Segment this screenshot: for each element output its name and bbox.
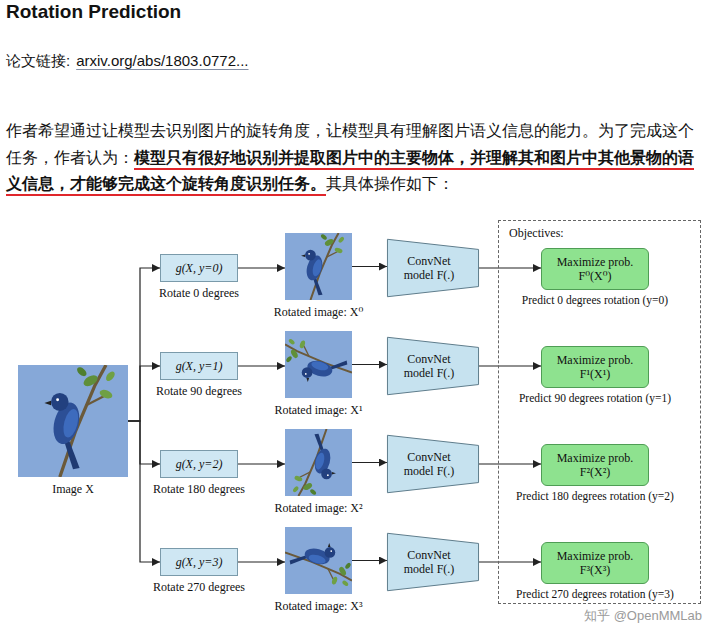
link-prefix: 论文链接: [6,52,70,69]
arrow-connector [128,421,160,464]
objective-box: Maximize prob. F³(X³)Predict 270 degrees… [541,542,649,584]
image-panel: Image X [18,365,128,477]
bird-photo [18,365,128,477]
image-caption: Rotated image: X⁰ [274,305,363,320]
objective-box: Maximize prob. F²(X²)Predict 180 degrees… [541,444,649,486]
node-label: g(X, y=0) [176,261,223,276]
convnet-trapezoid: ConvNet model F(.) [387,533,479,591]
arrow-connector [479,365,541,366]
transform-box: g(X, y=3)Rotate 270 degrees [160,548,238,576]
arrow-connector [238,561,285,562]
node-caption: Predict 90 degrees rotation (y=1) [519,392,671,404]
image-caption: Rotated image: X² [274,501,362,516]
photo [285,527,352,594]
image-caption: Rotated image: X³ [274,599,362,614]
trapezoid-shape [387,337,478,394]
arrow-connector [238,267,285,268]
photo [285,429,352,496]
arrow-connector [238,463,285,464]
bird-photo [285,331,352,398]
image-panel: Rotated image: X³ [285,527,352,594]
node-caption: Predict 270 degrees rotation (y=3) [516,588,674,600]
link-line: 论文链接: arxiv.org/abs/1803.0772... [6,50,249,72]
watermark: 知乎 @OpenMMLab [584,607,702,625]
node-label: g(X, y=3) [176,555,223,570]
image-caption: Image X [52,482,94,497]
node-label: Maximize prob. F²(X²) [549,451,641,479]
trapezoid-shape [387,533,478,590]
arrow-connector [479,561,541,562]
transform-box: g(X, y=0)Rotate 0 degrees [160,254,238,282]
convnet-trapezoid: ConvNet model F(.) [387,239,479,297]
bird-photo [285,429,352,496]
arrow-connector [128,366,160,421]
photo [285,331,352,398]
bird-photo [285,233,352,300]
body-text: 其具体操作如下： [326,175,454,192]
arrow-connector [352,364,387,365]
image-panel: Rotated image: X⁰ [285,233,352,300]
node-label: Maximize prob. F³(X³) [549,549,641,577]
convnet-trapezoid: ConvNet model F(.) [387,435,479,493]
node-caption: Rotate 90 degrees [156,384,242,399]
node-caption: Rotate 0 degrees [159,286,239,301]
arrow-connector [352,266,387,267]
group-heading: Objectives: [509,226,564,241]
arrow-connector [479,463,541,464]
node-label: Maximize prob. F¹(X¹) [549,353,641,381]
trapezoid-shape [387,239,478,296]
objective-box: Maximize prob. F⁰(X⁰)Predict 0 degrees r… [541,248,649,290]
node-caption: Rotate 270 degrees [153,580,245,595]
trapezoid-shape [387,435,478,492]
node-label: ConvNet model F(.) [398,352,460,380]
node-caption: Predict 0 degrees rotation (y=0) [522,294,668,306]
node-caption: Predict 180 degrees rotation (y=2) [516,490,674,502]
node-label: ConvNet model F(.) [398,450,460,478]
node-label: Maximize prob. F⁰(X⁰) [549,255,641,283]
arrow-connector [128,268,160,421]
photo [18,365,128,477]
section-title: Rotation Prediction [6,0,181,24]
photo [285,233,352,300]
image-caption: Rotated image: X¹ [274,403,362,418]
convnet-trapezoid: ConvNet model F(.) [387,337,479,395]
arrow-connector [479,267,541,268]
node-label: ConvNet model F(.) [398,254,460,282]
node-caption: Rotate 180 degrees [153,482,245,497]
objectives-box: Objectives:Maximize prob. F⁰(X⁰)Predict … [498,220,701,604]
image-panel: Rotated image: X² [285,429,352,496]
node-label: g(X, y=1) [176,359,223,374]
bird-photo [285,527,352,594]
image-panel: Rotated image: X¹ [285,331,352,398]
paragraph: 作者希望通过让模型去识别图片的旋转角度，让模型具有理解图片语义信息的能力。为了完… [6,118,698,198]
node-label: ConvNet model F(.) [398,548,460,576]
arrow-connector [238,365,285,366]
arrow-connector [352,462,387,463]
paper-link: arxiv.org/abs/1803.0772... [76,52,248,69]
node-label: g(X, y=2) [176,457,223,472]
transform-box: g(X, y=2)Rotate 180 degrees [160,450,238,478]
arrow-connector [352,560,387,561]
objective-box: Maximize prob. F¹(X¹)Predict 90 degrees … [541,346,649,388]
transform-box: g(X, y=1)Rotate 90 degrees [160,352,238,380]
